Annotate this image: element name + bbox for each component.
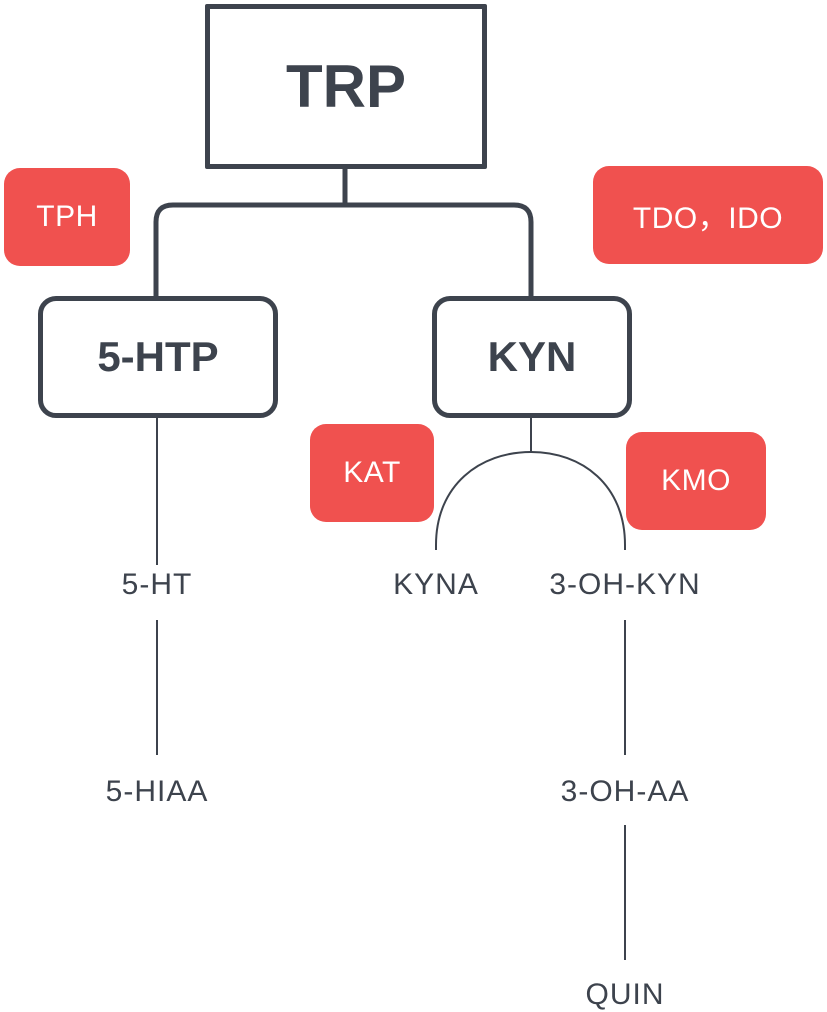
kmo-enzyme-label: KMO xyxy=(626,432,766,530)
kyn-node: KYN xyxy=(432,296,632,418)
kyn-split-arc xyxy=(435,450,626,550)
tdo-ido-enzyme-label: TDO，IDO xyxy=(593,166,823,264)
kat-enzyme-label: KAT xyxy=(310,424,434,522)
kyna-metabolite: KYNA xyxy=(393,568,479,601)
3ohkyn-metabolite: 3-OH-KYN xyxy=(549,568,701,601)
trp-node: TRP xyxy=(205,4,487,169)
3ohaa-metabolite: 3-OH-AA xyxy=(560,775,690,808)
5ht-metabolite: 5-HT xyxy=(121,568,193,601)
5htp-node: 5-HTP xyxy=(38,296,278,418)
quin-metabolite: QUIN xyxy=(585,978,665,1011)
trp-branch-connector xyxy=(153,169,534,296)
tph-enzyme-label: TPH xyxy=(4,168,130,266)
5hiaa-metabolite: 5-HIAA xyxy=(105,775,209,808)
